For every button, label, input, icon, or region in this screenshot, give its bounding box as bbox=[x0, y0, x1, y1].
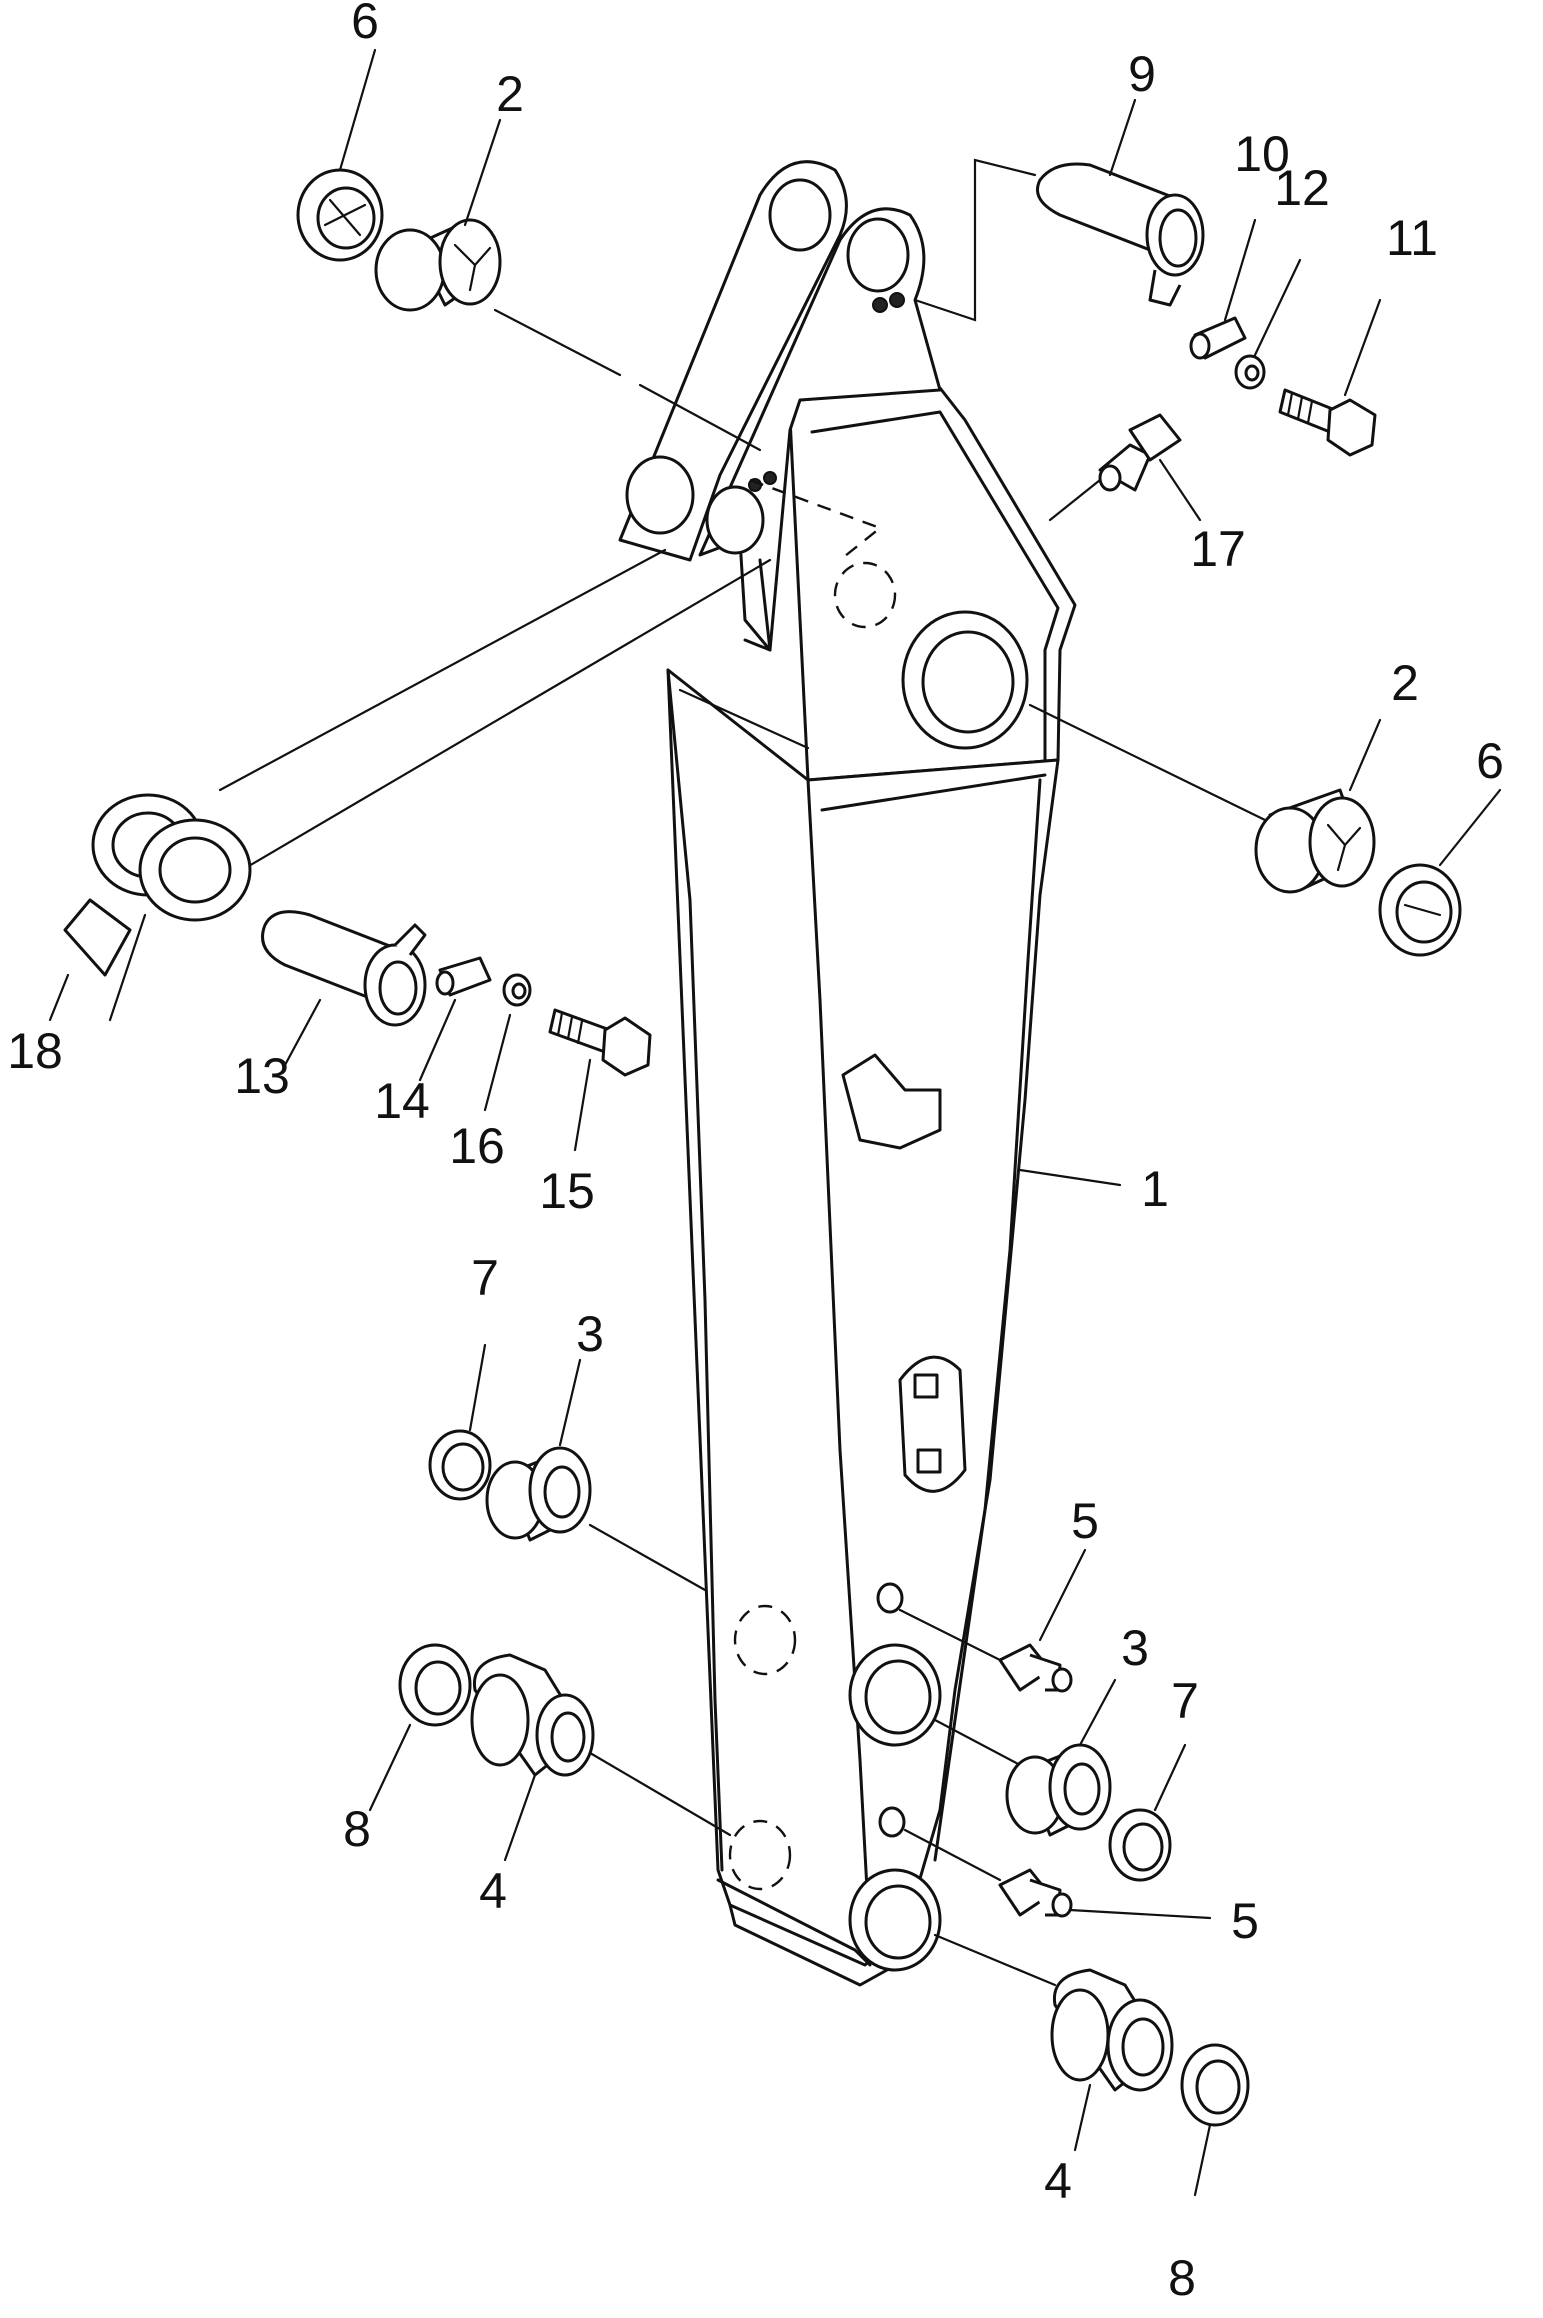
grease-fitting-5-lower bbox=[998, 1868, 1212, 1920]
bushing-2-right bbox=[1254, 788, 1376, 894]
bushing-3-left bbox=[485, 1358, 592, 1542]
label-3-right: 3 bbox=[1121, 1620, 1149, 1676]
seal-ring-7-left bbox=[428, 1343, 492, 1501]
arm-body bbox=[666, 386, 1077, 1987]
pin-9 bbox=[1036, 162, 1205, 307]
seal-ring-8-right bbox=[1180, 2043, 1250, 2197]
grease-fitting-17 bbox=[1098, 413, 1182, 492]
label-2-right: 2 bbox=[1391, 655, 1419, 711]
label-14: 14 bbox=[374, 1073, 430, 1129]
label-6-top: 6 bbox=[351, 0, 379, 49]
label-5-lower: 5 bbox=[1231, 1893, 1259, 1949]
leader-lines bbox=[218, 158, 1267, 1987]
label-12: 12 bbox=[1274, 160, 1330, 216]
label-15: 15 bbox=[539, 1163, 595, 1219]
pin-13 bbox=[261, 910, 427, 1067]
bushing-3-right bbox=[1005, 1678, 1117, 1837]
bolt-11 bbox=[1278, 388, 1377, 457]
washer-12 bbox=[1234, 354, 1266, 390]
top-link-plates bbox=[618, 160, 942, 652]
seal-ring-7-right bbox=[1108, 1743, 1187, 1882]
bushing-2-top bbox=[374, 218, 502, 312]
seal-ring-8-left bbox=[368, 1643, 472, 1812]
seal-ring-6-right bbox=[1378, 863, 1462, 957]
label-8-right: 8 bbox=[1168, 2250, 1196, 2306]
bolt-15 bbox=[548, 1008, 652, 1152]
label-16: 16 bbox=[449, 1118, 505, 1174]
label-7-right: 7 bbox=[1171, 1673, 1199, 1729]
seal-ring-6-top bbox=[296, 168, 384, 262]
spacer-14 bbox=[418, 956, 492, 1082]
body-bosses bbox=[728, 478, 1029, 1972]
label-8-left: 8 bbox=[343, 1801, 371, 1857]
label-5-upper: 5 bbox=[1071, 1493, 1099, 1549]
label-18: 18 bbox=[7, 1023, 63, 1079]
label-10: 10 bbox=[1234, 126, 1290, 182]
label-leaders bbox=[338, 48, 1502, 1187]
label-6-right: 6 bbox=[1476, 733, 1504, 789]
label-4-left: 4 bbox=[479, 1863, 507, 1919]
flanged-bushing-4-right bbox=[1050, 1968, 1174, 2152]
shim-washers-18 bbox=[48, 793, 252, 1022]
flanged-bushing-4-left bbox=[470, 1653, 595, 1862]
label-9: 9 bbox=[1128, 46, 1156, 102]
washer-16 bbox=[483, 973, 532, 1112]
label-1: 1 bbox=[1141, 1161, 1169, 1217]
label-11: 11 bbox=[1386, 210, 1438, 266]
part-labels: 1 2 2 3 3 4 4 5 5 6 6 7 7 8 8 9 10 11 12… bbox=[7, 0, 1504, 2306]
label-4-right: 4 bbox=[1044, 2153, 1072, 2209]
label-13: 13 bbox=[234, 1048, 290, 1104]
spacer-10 bbox=[1189, 316, 1247, 360]
grease-fitting-5-upper bbox=[998, 1548, 1087, 1693]
label-2-top: 2 bbox=[496, 66, 524, 122]
label-17: 17 bbox=[1190, 521, 1246, 577]
label-3-left: 3 bbox=[576, 1306, 604, 1362]
label-7-left: 7 bbox=[471, 1250, 499, 1306]
